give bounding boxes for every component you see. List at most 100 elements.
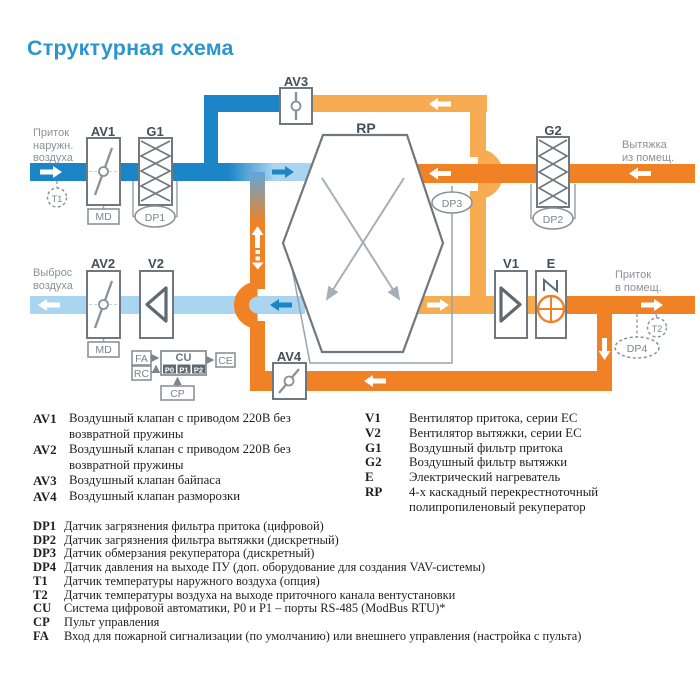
t1-circle <box>46 187 68 208</box>
duct-bridge-left <box>234 281 259 329</box>
dp1-label: DP1 <box>144 211 166 224</box>
g1-label: G1 <box>146 124 164 139</box>
legend-text: Датчик обмерзания рекуператора (дискретн… <box>64 546 315 561</box>
legend-row: AV2 Воздушный клапан с приводом 220В без … <box>33 442 363 473</box>
dp3-label: DP3 <box>441 197 463 210</box>
dp2-oval <box>532 207 574 230</box>
flow-arrows <box>38 98 663 387</box>
dp3-connector <box>288 186 453 364</box>
legend-code: DP1 <box>33 519 57 533</box>
rp-cross-arrow <box>325 177 405 301</box>
md1-box <box>87 208 120 225</box>
legend-row: RP 4-х каскадный перекрестноточный полипр… <box>365 483 695 515</box>
legend-code: AV2 <box>33 442 57 457</box>
e-heater-element <box>543 277 558 294</box>
legend-code: V2 <box>365 424 381 440</box>
recuperator-rp <box>281 133 445 354</box>
legend-text: Датчик температуры воздуха на выходе при… <box>64 587 456 602</box>
legend-code: T1 <box>33 573 48 588</box>
legend-row: DP2 Датчик загрязнения фильтра вытяжки (д… <box>33 532 683 548</box>
legend-code: CU <box>33 601 52 616</box>
rp-cross-arrow <box>321 177 401 301</box>
p0-label: P0 <box>164 365 175 374</box>
legend-code: AV1 <box>33 411 57 426</box>
ce-box <box>215 352 236 368</box>
rc-box <box>131 365 152 381</box>
dp2-label: DP2 <box>542 213 564 226</box>
rc-label: RC <box>133 367 150 380</box>
g2-filter-zigzag <box>537 139 569 205</box>
legend-row: FA Вход для пожарной сигнализации (по умо… <box>33 628 683 644</box>
legend-row: T2 Датчик температуры воздуха на выходе п… <box>33 587 683 603</box>
p2-box <box>192 364 205 374</box>
ce-label: CE <box>218 354 233 367</box>
t2-circle <box>646 317 668 338</box>
legend-text: Датчик загрязнения фильтра вытяжки (диск… <box>64 532 339 547</box>
legend-text: Воздушный фильтр притока <box>409 440 563 455</box>
control-cluster <box>131 350 236 401</box>
legend-code: RP <box>365 483 383 499</box>
legend-code: DP2 <box>33 532 57 547</box>
md2-box <box>87 341 120 358</box>
legend-code: FA <box>33 628 49 643</box>
legend-text: Датчик давления на выходе ПУ (доп. обору… <box>64 560 486 575</box>
legend-code: V1 <box>365 410 381 425</box>
e-label: E <box>546 256 556 271</box>
md1-label: MD <box>95 211 112 223</box>
legend-text: Воздушный клапан с приводом 220В без воз… <box>69 411 291 441</box>
legend-text: Воздушный клапан с приводом 220В без воз… <box>69 442 291 472</box>
legend-row: G1 Воздушный фильтр притока <box>365 439 695 456</box>
legend-text: 4-х каскадный перекрестноточный полипроп… <box>409 484 599 514</box>
legend-text: Воздушный клапан байпаса <box>69 473 221 487</box>
legend-row: AV4 Воздушный клапан разморозки <box>33 489 363 505</box>
extract-in-label: Вытяжка из помещ. <box>622 139 675 164</box>
flow-arrow-dashed-down <box>252 250 264 270</box>
rp-label: RP <box>356 120 376 136</box>
legend-row: G2 Воздушный фильтр вытяжки <box>365 455 695 470</box>
p0-box <box>163 364 176 374</box>
cp-label: CP <box>170 387 185 400</box>
md2-label: MD <box>95 344 112 356</box>
legend-code: AV3 <box>33 473 57 488</box>
legend-text: Воздушный клапан разморозки <box>69 488 241 503</box>
duct-defrost-bottom <box>250 305 612 391</box>
dp4-oval <box>614 336 660 359</box>
legend-code: AV4 <box>33 488 57 504</box>
cu-label: CU <box>175 352 192 364</box>
av1-label: AV1 <box>90 124 116 139</box>
g1-filter-zigzag <box>139 140 172 202</box>
scheme-canvas <box>30 87 695 401</box>
t2-label: T2 <box>651 323 663 334</box>
fa-label: FA <box>135 352 148 365</box>
legend-text: Вход для пожарной сигнализации (по умолч… <box>64 628 582 643</box>
legend-text: Датчик загрязнения фильтра притока (цифр… <box>64 519 324 533</box>
legend-code: G2 <box>365 454 382 470</box>
page-title: Структурная схема <box>27 36 234 60</box>
legend-text: Воздушный фильтр вытяжки <box>409 455 568 470</box>
legend-row: AV1 Воздушный клапан с приводом 220В без … <box>33 411 363 442</box>
sensor-shapes <box>46 187 668 359</box>
legend-code: T2 <box>33 587 48 602</box>
exhaust-out-label: Выброс воздуха <box>33 267 73 292</box>
duct-defrost-left <box>234 172 265 391</box>
legend-row: DP1 Датчик загрязнения фильтра притока (ц… <box>33 519 683 534</box>
legend-text: Пульт управления <box>64 614 160 629</box>
av4-label: AV4 <box>276 349 302 364</box>
dp4-label: DP4 <box>626 342 648 355</box>
component-symbols <box>89 92 569 394</box>
av3-label: AV3 <box>283 74 309 89</box>
v1-fan-triangle <box>499 286 522 323</box>
g2-label: G2 <box>544 123 562 138</box>
legend-code: G1 <box>365 439 382 455</box>
v2-fan-triangle <box>145 286 168 323</box>
t1-label: T1 <box>51 193 63 204</box>
legend-code: CP <box>33 614 50 629</box>
